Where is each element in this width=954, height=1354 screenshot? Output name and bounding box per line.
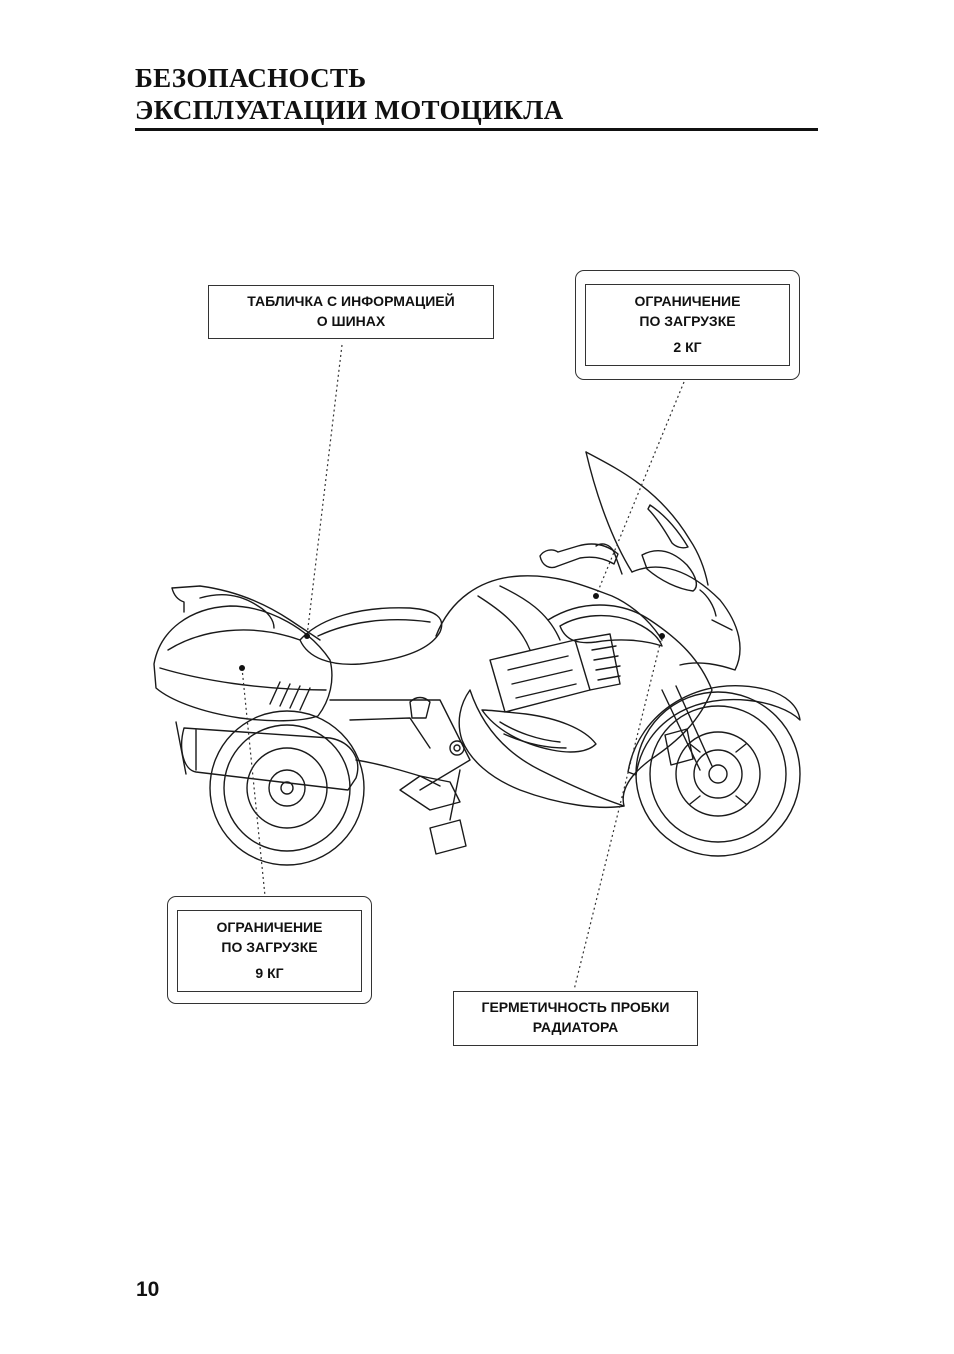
label-load-rear-line1: ОГРАНИЧЕНИЕ bbox=[216, 919, 323, 935]
label-load-front-line3: 2 КГ bbox=[673, 339, 702, 355]
point-tire-info bbox=[304, 633, 310, 639]
label-load-front-line2: ПО ЗАГРУЗКЕ bbox=[639, 313, 736, 329]
label-radiator-cap-line1: ГЕРМЕТИЧНОСТЬ ПРОБКИ bbox=[481, 999, 670, 1015]
title-underline bbox=[135, 128, 818, 131]
label-load-front-inner: ОГРАНИЧЕНИЕ ПО ЗАГРУЗКЕ 2 КГ bbox=[585, 284, 790, 366]
label-load-rear-line3: 9 КГ bbox=[255, 965, 284, 981]
page-title: БЕЗОПАСНОСТЬ ЭКСПЛУАТАЦИИ МОТОЦИКЛА bbox=[135, 62, 818, 126]
label-radiator-cap-line2: РАДИАТОРА bbox=[532, 1019, 619, 1035]
label-load-rear: ОГРАНИЧЕНИЕ ПО ЗАГРУЗКЕ 9 КГ bbox=[167, 896, 372, 1004]
title-line-2: ЭКСПЛУАТАЦИИ МОТОЦИКЛА bbox=[135, 95, 564, 125]
rear-wheel bbox=[209, 710, 365, 866]
label-load-rear-line2: ПО ЗАГРУЗКЕ bbox=[221, 939, 318, 955]
leader-load-rear bbox=[241, 667, 266, 897]
leader-tire-info bbox=[306, 344, 343, 637]
page-number: 10 bbox=[136, 1278, 160, 1301]
label-tire-info-line1: ТАБЛИЧКА С ИНФОРМАЦИЕЙ bbox=[247, 293, 455, 309]
label-radiator-cap: ГЕРМЕТИЧНОСТЬ ПРОБКИ РАДИАТОРА bbox=[453, 991, 698, 1046]
label-load-front-line1: ОГРАНИЧЕНИЕ bbox=[634, 293, 741, 309]
leader-radiator-cap bbox=[573, 635, 663, 991]
label-tire-info-line2: О ШИНАХ bbox=[316, 313, 386, 329]
label-tire-info: ТАБЛИЧКА С ИНФОРМАЦИЕЙ О ШИНАХ bbox=[208, 285, 494, 339]
point-load-front bbox=[593, 593, 599, 599]
title-line-1: БЕЗОПАСНОСТЬ bbox=[135, 63, 367, 93]
front-wheel bbox=[635, 691, 801, 857]
point-radiator-cap bbox=[659, 633, 665, 639]
point-load-rear bbox=[239, 665, 245, 671]
label-load-front: ОГРАНИЧЕНИЕ ПО ЗАГРУЗКЕ 2 КГ bbox=[575, 270, 800, 380]
label-load-rear-inner: ОГРАНИЧЕНИЕ ПО ЗАГРУЗКЕ 9 КГ bbox=[177, 910, 362, 992]
leader-load-front bbox=[595, 381, 685, 597]
